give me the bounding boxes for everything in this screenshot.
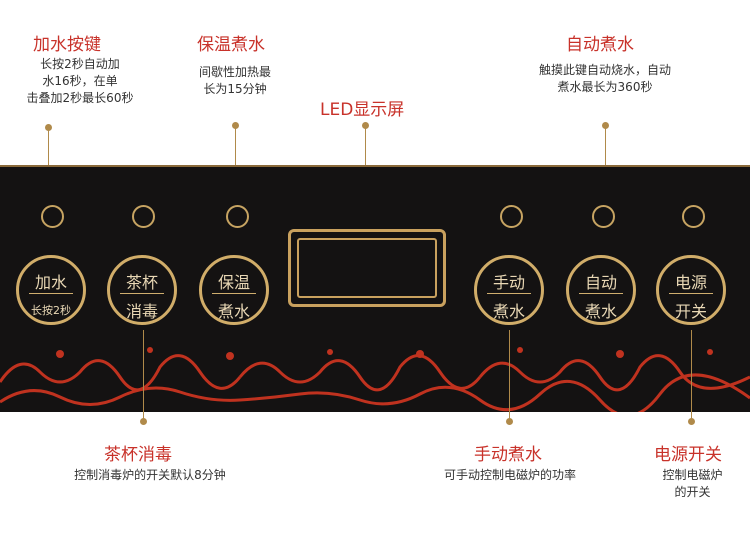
divider <box>29 293 73 294</box>
indicator-light <box>226 205 249 228</box>
led-display-screen <box>288 229 446 307</box>
control-panel: 加水 长按2秒 茶杯 消毒 保温 煮水 手动 煮水 自动 煮水 电源 开关 <box>0 165 750 412</box>
divider <box>579 293 623 294</box>
auto-boil-desc: 触摸此键自动烧水，自动 煮水最长为360秒 <box>538 63 671 94</box>
leader-dot <box>140 418 147 425</box>
cup-disinfect-button[interactable]: 茶杯 消毒 <box>107 255 177 325</box>
button-sublabel: 长按2秒 <box>31 304 71 317</box>
indicator-light <box>592 205 615 228</box>
indicator-light <box>41 205 64 228</box>
leader-line <box>509 330 510 420</box>
manual-boil-title: 手动煮水 <box>474 445 542 465</box>
keep-warm-button[interactable]: 保温 煮水 <box>199 255 269 325</box>
leader-dot <box>45 124 52 131</box>
auto-boil-button[interactable]: 自动 煮水 <box>566 255 636 325</box>
button-sublabel: 开关 <box>674 302 707 321</box>
led-display-title: LED显示屏 <box>320 100 405 120</box>
indicator-light <box>500 205 523 228</box>
divider <box>120 293 164 294</box>
leader-dot <box>232 122 239 129</box>
divider <box>487 293 531 294</box>
button-sublabel: 煮水 <box>584 302 617 321</box>
power-switch-button[interactable]: 电源 开关 <box>656 255 726 325</box>
leader-line <box>143 330 144 420</box>
add-water-button[interactable]: 加水 长按2秒 <box>16 255 86 325</box>
button-sublabel: 消毒 <box>125 302 158 321</box>
button-label: 自动 <box>584 273 617 292</box>
button-label: 保温 <box>217 273 250 292</box>
indicator-light <box>682 205 705 228</box>
button-label: 茶杯 <box>125 273 158 292</box>
wave-decoration <box>0 347 750 412</box>
leader-dot <box>362 122 369 129</box>
disinfect-desc: 控制消毒炉的开关默认8分钟 <box>74 468 226 482</box>
leader-dot <box>688 418 695 425</box>
divider <box>212 293 256 294</box>
indicator-light <box>132 205 155 228</box>
water-key-desc: 长按2秒自动加 水16秒，在单 击叠加2秒最长60秒 <box>26 57 134 105</box>
keep-warm-title: 保温煮水 <box>197 35 265 55</box>
button-label: 手动 <box>492 273 525 292</box>
leader-line <box>691 330 692 420</box>
disinfect-title: 茶杯消毒 <box>104 445 172 465</box>
button-label: 加水 <box>34 273 67 292</box>
leader-dot <box>602 122 609 129</box>
keep-warm-desc: 间歇性加热最 长为15分钟 <box>198 65 271 96</box>
button-sublabel: 煮水 <box>492 302 525 321</box>
power-title: 电源开关 <box>654 445 722 465</box>
leader-dot <box>506 418 513 425</box>
divider <box>669 293 713 294</box>
manual-boil-button[interactable]: 手动 煮水 <box>474 255 544 325</box>
button-sublabel: 煮水 <box>217 302 250 321</box>
power-desc: 控制电磁炉 的开关 <box>662 468 723 499</box>
button-label: 电源 <box>674 273 707 292</box>
led-display-inner <box>297 238 437 298</box>
manual-boil-desc: 可手动控制电磁炉的功率 <box>443 468 576 482</box>
water-key-title: 加水按键 <box>33 35 101 55</box>
auto-boil-title: 自动煮水 <box>566 35 634 55</box>
